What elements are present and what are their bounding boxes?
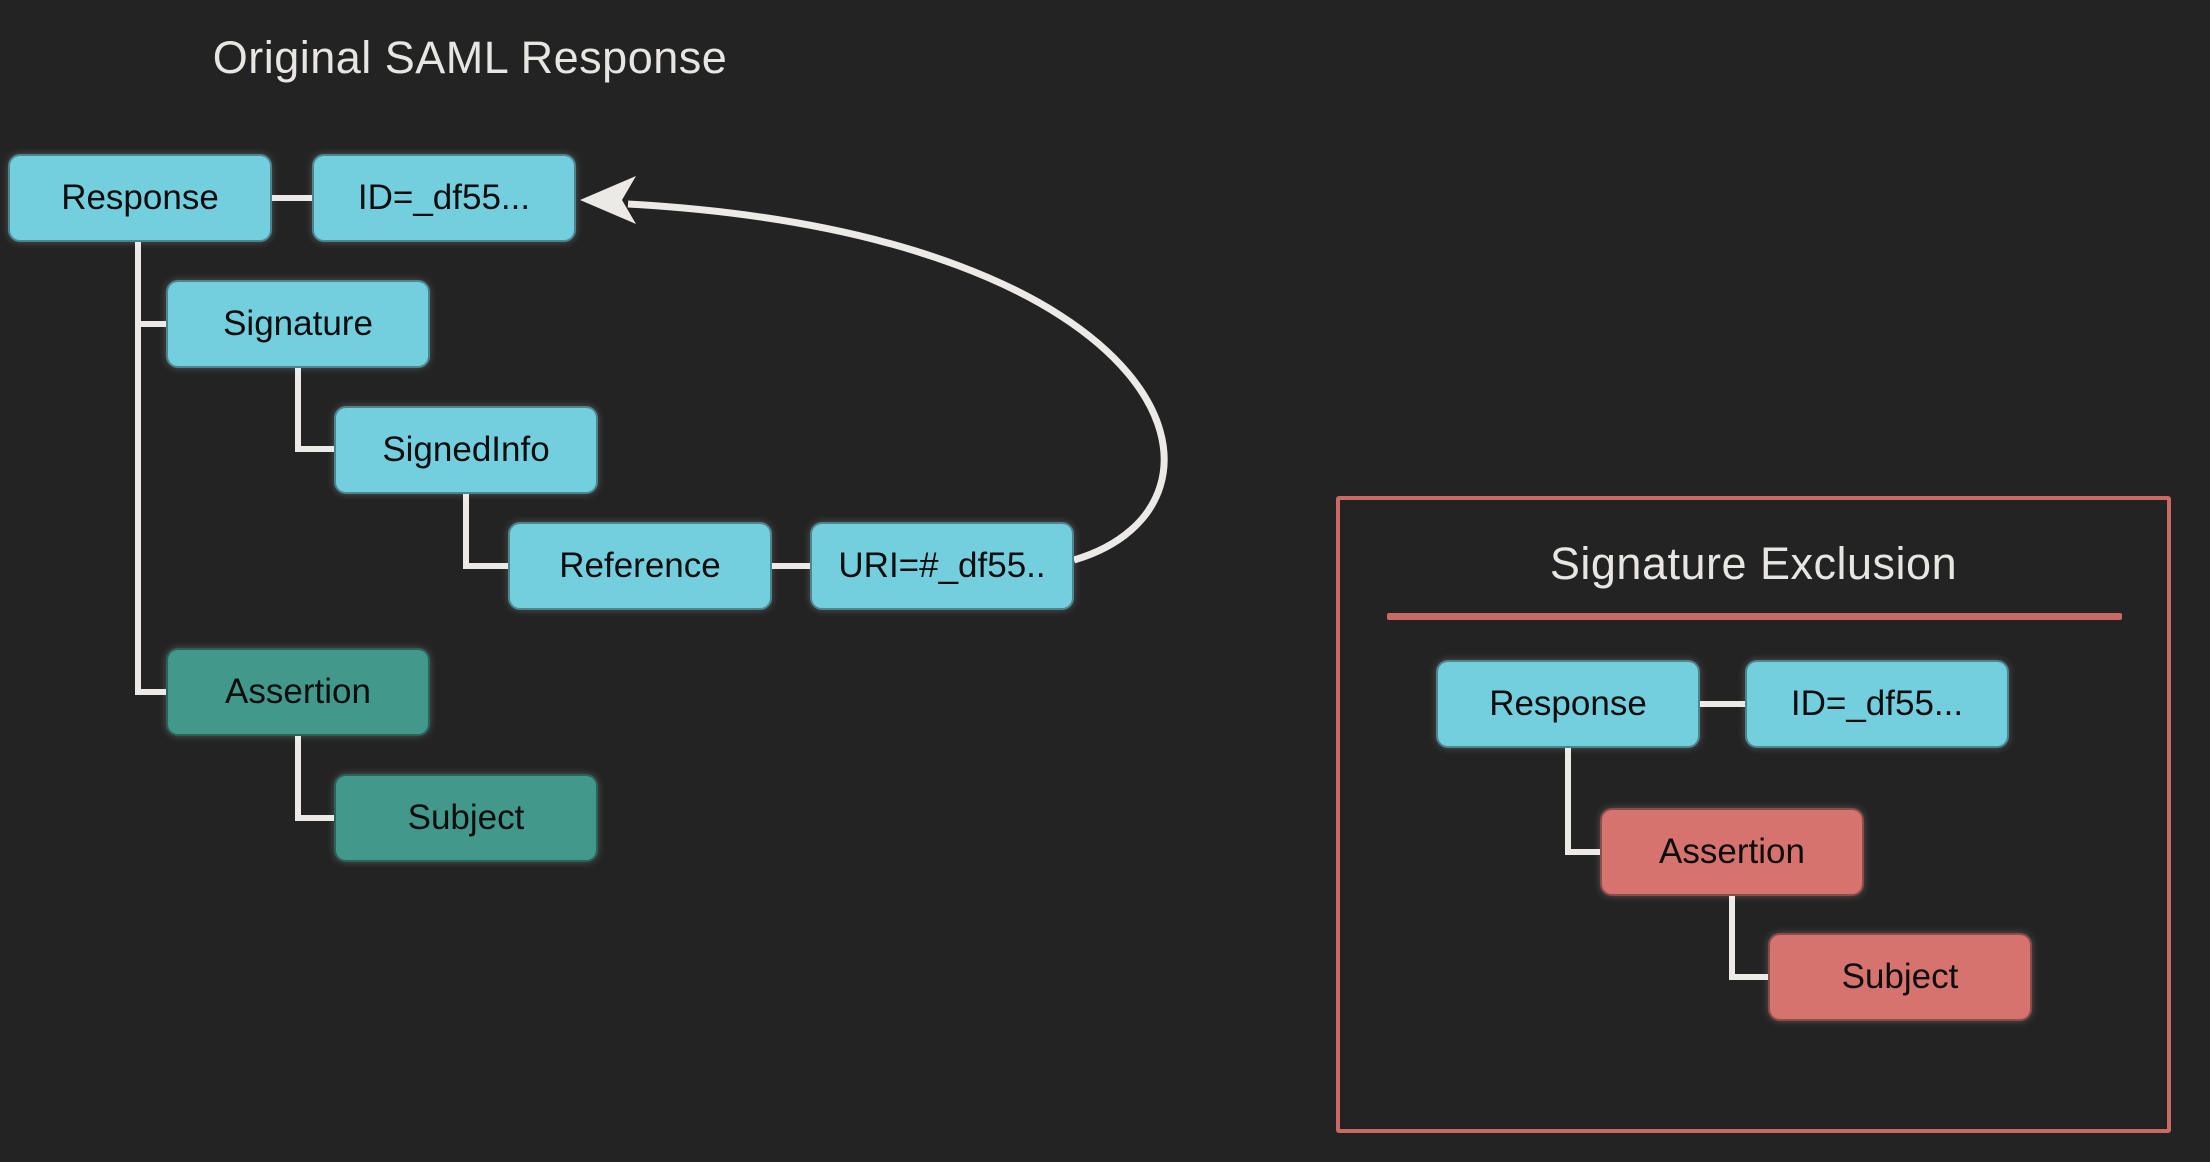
signature-exclusion-title: Signature Exclusion (1549, 538, 1958, 589)
node-response-excluded: Response (1436, 660, 1700, 748)
panel-title-underline (1387, 613, 2122, 620)
connector-assertion-subject (295, 736, 334, 821)
connector-signature-signedinfo (295, 368, 334, 452)
node-subject-excluded: Subject (1768, 933, 2032, 1021)
node-assertion-excluded: Assertion (1600, 808, 1864, 896)
node-id-attribute: ID=_df55... (312, 154, 576, 242)
uri-to-id-arrow-shaft (627, 200, 1168, 564)
left-diagram-title: Original SAML Response (212, 32, 728, 83)
arrowhead-icon (580, 176, 636, 224)
node-id-attribute-excluded: ID=_df55... (1745, 660, 2009, 748)
signature-exclusion-panel (1336, 496, 2171, 1133)
node-uri-attribute: URI=#_df55.. (810, 522, 1074, 610)
node-signedinfo: SignedInfo (334, 406, 598, 494)
node-response: Response (8, 154, 272, 242)
connector-signedinfo-reference (463, 494, 508, 569)
node-subject: Subject (334, 774, 598, 862)
node-assertion: Assertion (166, 648, 430, 736)
node-reference: Reference (508, 522, 772, 610)
node-signature: Signature (166, 280, 430, 368)
connector-response-assertion (135, 242, 166, 695)
